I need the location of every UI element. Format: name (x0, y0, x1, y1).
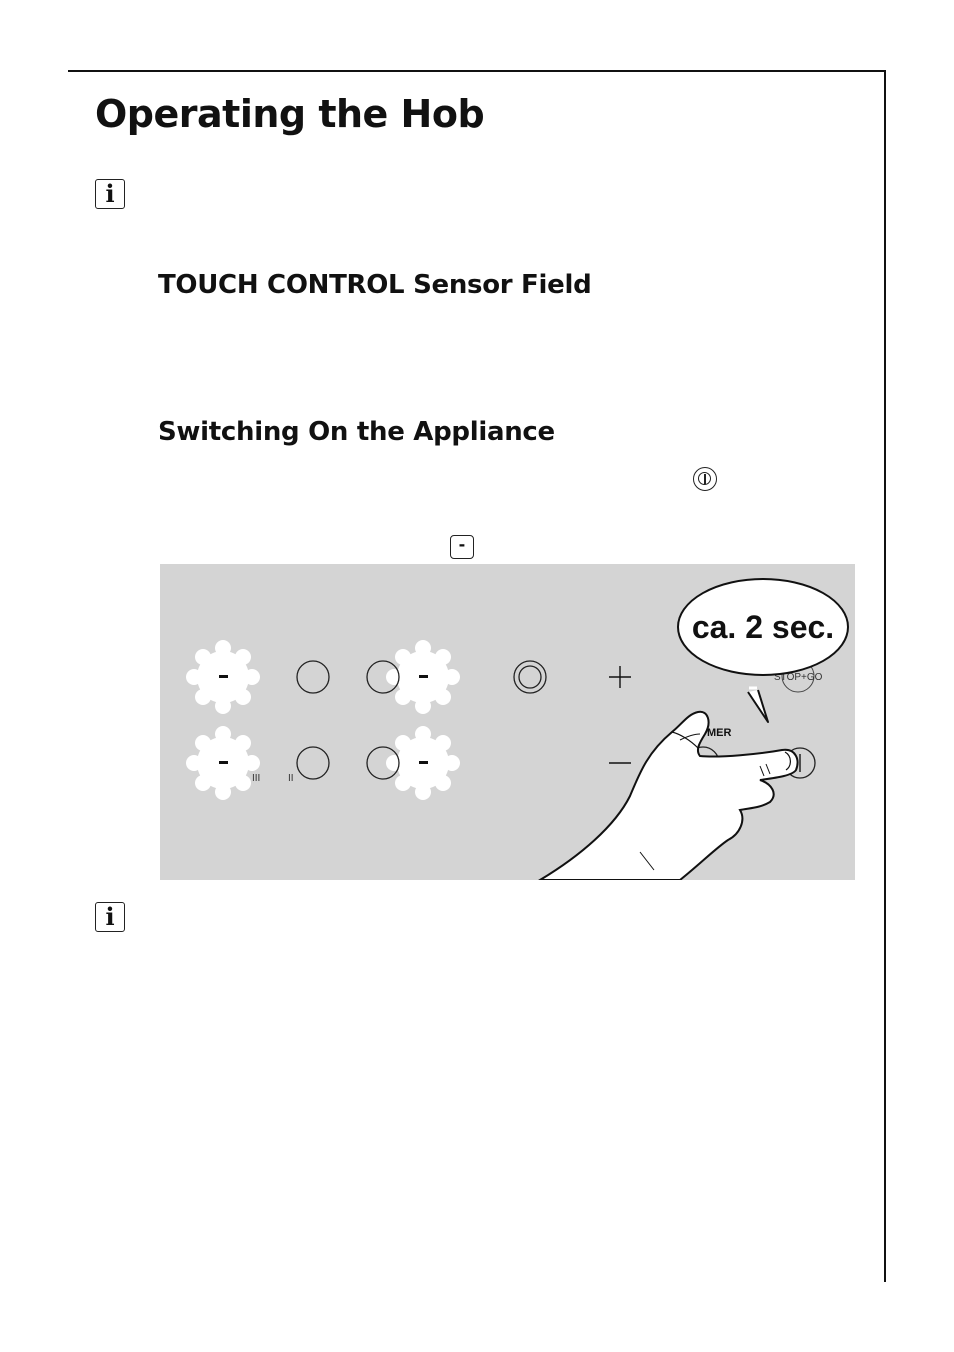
info-icon: i (95, 179, 125, 209)
heading-touch-control: TOUCH CONTROL Sensor Field (158, 270, 592, 300)
zone-display-rear-right (386, 726, 460, 800)
zone-mark-double: II (288, 773, 294, 784)
duration-callout-bubble: ca. 2 sec. (677, 578, 849, 723)
top-rule (68, 70, 886, 72)
info-icon: i (95, 902, 125, 932)
right-rule (884, 70, 886, 1282)
heading-switching-on: Switching On the Appliance (158, 417, 555, 447)
zone-display-rear-left (186, 726, 260, 800)
zone-sensor-rear-right-icon (366, 746, 400, 780)
timer-label: MER (707, 727, 732, 739)
zone-sensor-front-right-icon (366, 660, 400, 694)
dual-zone-sensor-icon (513, 660, 547, 694)
control-panel-figure: III II STOP+GO MER (160, 564, 855, 880)
hand-illustration (538, 710, 799, 880)
zone-sensor-rear-left-icon (296, 746, 330, 780)
zone-display-dash-icon: - (450, 535, 474, 559)
zone-mark-triple: III (252, 773, 260, 784)
duration-callout-text: ca. 2 sec. (692, 609, 834, 645)
page-title: Operating the Hob (95, 92, 485, 136)
zone-sensor-front-left-icon (296, 660, 330, 694)
on-off-symbol-icon (693, 467, 717, 491)
stop-go-label: STOP+GO (774, 672, 823, 683)
zone-display-front-right (386, 640, 460, 714)
zone-display-front-left (186, 640, 260, 714)
plus-sensor-icon (609, 666, 631, 688)
